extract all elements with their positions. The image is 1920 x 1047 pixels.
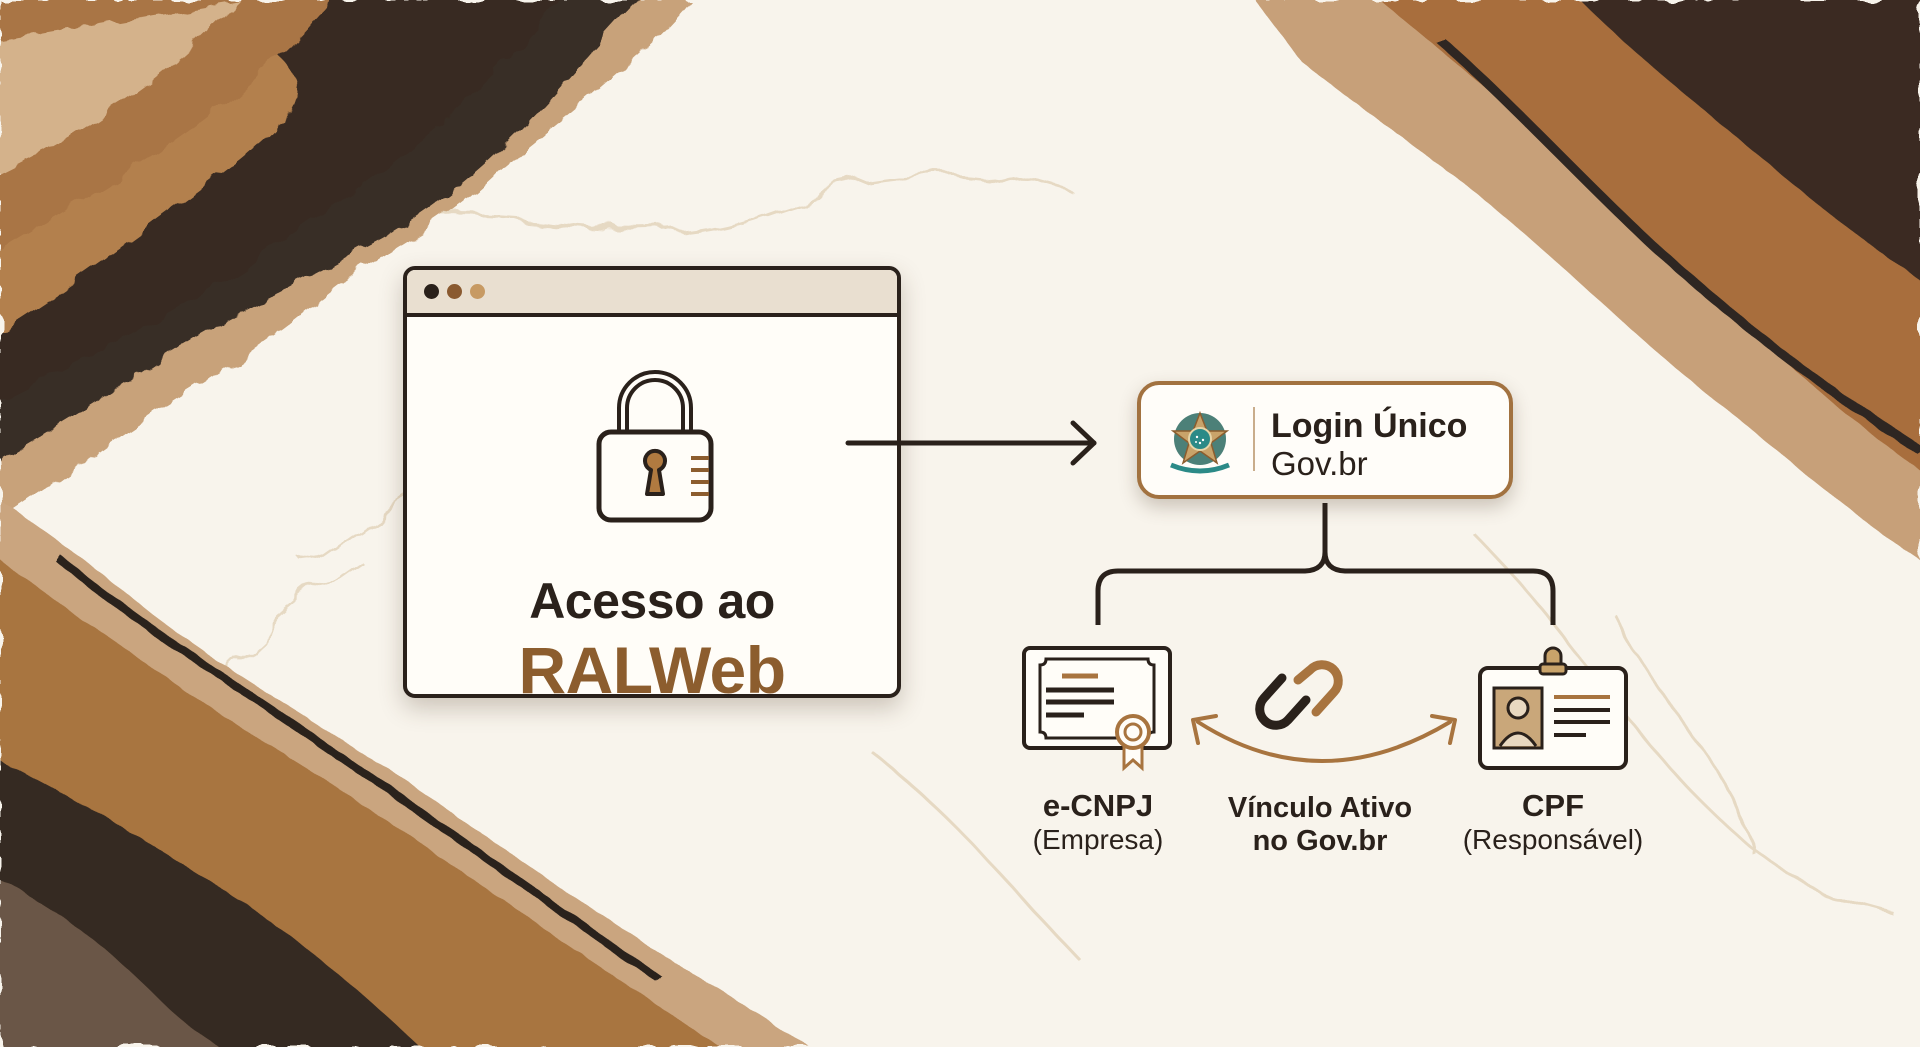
card-divider xyxy=(1253,407,1255,471)
padlock-icon xyxy=(596,370,714,523)
node-cpf: CPF (Responsável) xyxy=(1440,788,1666,856)
window-dot-dark xyxy=(424,284,439,299)
window-dot-light xyxy=(470,284,485,299)
cpf-subtitle: (Responsável) xyxy=(1462,823,1644,855)
node-ecnpj: e-CNPJ (Empresa) xyxy=(1000,788,1196,856)
vinculo-subtitle: no Gov.br xyxy=(1252,825,1388,858)
ecnpj-title: e-CNPJ xyxy=(1042,788,1154,823)
brazil-coat-of-arms-icon xyxy=(1170,410,1230,474)
login-unico-govbr-card: Login Único Gov.br xyxy=(1137,381,1513,499)
browser-window-card: Acesso ao RALWeb xyxy=(403,266,901,698)
window-dot-mid xyxy=(447,284,462,299)
title-line-1: Acesso ao xyxy=(529,573,775,629)
ecnpj-subtitle: (Empresa) xyxy=(1032,823,1164,855)
cpf-title: CPF xyxy=(1522,788,1584,823)
vinculo-title: Vínculo Ativo xyxy=(1227,792,1413,824)
browser-content: Acesso ao RALWeb xyxy=(407,317,897,694)
govbr-label: Gov.br xyxy=(1271,445,1368,482)
node-vinculo-ativo: Vínculo Ativo no Gov.br xyxy=(1210,792,1430,859)
browser-title-bar xyxy=(407,270,897,317)
login-unico-label: Login Único xyxy=(1271,407,1468,445)
title-line-2-ralweb: RALWeb xyxy=(518,633,786,698)
